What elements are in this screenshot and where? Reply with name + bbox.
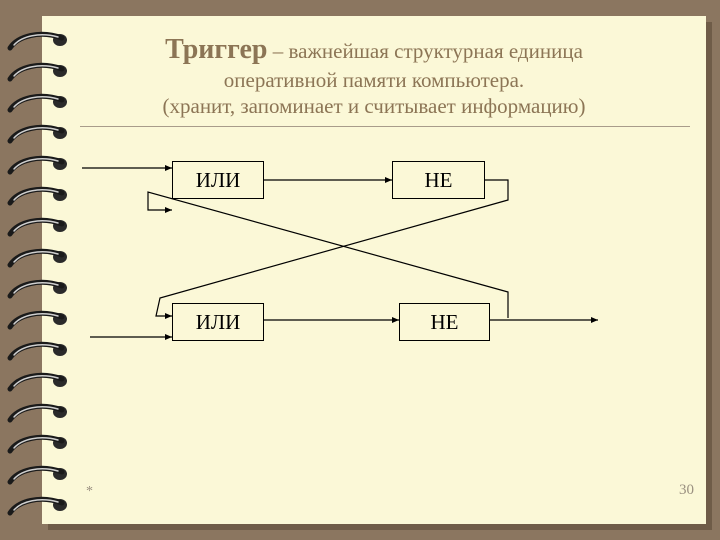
binding-ring bbox=[7, 434, 67, 454]
slide-page bbox=[42, 16, 706, 524]
binding-ring bbox=[7, 279, 67, 299]
title-bold: Триггер bbox=[165, 34, 268, 65]
feedback-bottom-to-top-wire bbox=[147, 191, 509, 318]
title-line-1: Триггер – важнейшая структурная единица bbox=[42, 32, 706, 67]
binding-ring bbox=[7, 465, 67, 485]
title-line-2: оперативной памяти компьютера. bbox=[223, 68, 525, 92]
binding-ring bbox=[7, 155, 67, 175]
binding-ring bbox=[7, 62, 67, 82]
spiral-binding bbox=[7, 31, 67, 516]
binding-ring bbox=[7, 403, 67, 423]
title-divider bbox=[80, 126, 690, 127]
feedback-top-to-bottom-wire bbox=[155, 179, 509, 319]
slide-title: Триггер – важнейшая структурная единица … bbox=[42, 32, 706, 120]
binding-ring bbox=[7, 496, 67, 516]
binding-ring bbox=[7, 310, 67, 330]
binding-ring bbox=[7, 124, 67, 144]
binding-ring bbox=[7, 372, 67, 392]
gate-not-top: НЕ bbox=[392, 161, 485, 199]
binding-ring bbox=[7, 341, 67, 361]
binding-ring bbox=[7, 217, 67, 237]
binding-ring bbox=[7, 93, 67, 113]
page-number: 30 bbox=[679, 482, 694, 498]
gate-not-bottom: НЕ bbox=[399, 303, 490, 341]
binding-ring bbox=[7, 186, 67, 206]
footer-marker: * bbox=[86, 484, 93, 499]
binding-ring bbox=[7, 248, 67, 268]
title-rest: – важнейшая структурная единица bbox=[267, 39, 583, 63]
binding-ring bbox=[7, 31, 67, 51]
gate-or-bottom: ИЛИ bbox=[172, 303, 264, 341]
gate-or-top: ИЛИ bbox=[172, 161, 264, 199]
title-line-3: (хранит, запоминает и считывает информац… bbox=[162, 94, 586, 119]
